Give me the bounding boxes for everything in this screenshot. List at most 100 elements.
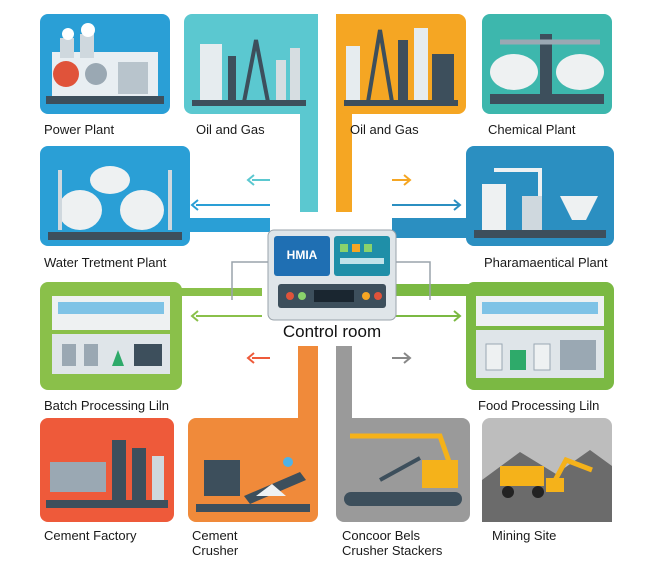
base bbox=[192, 100, 306, 106]
arrow-head-water bbox=[190, 199, 199, 211]
screen-widget bbox=[364, 244, 372, 252]
screen-widget bbox=[352, 244, 360, 252]
steam bbox=[62, 28, 74, 40]
link-right bbox=[392, 261, 431, 300]
label-mining-site: Mining Site bbox=[492, 528, 557, 543]
flask bbox=[112, 350, 124, 366]
column bbox=[276, 60, 286, 102]
tank bbox=[90, 166, 130, 194]
dump-truck bbox=[500, 466, 544, 486]
indicator-button bbox=[298, 292, 306, 300]
label-cement-factory: Cement Factory bbox=[44, 528, 137, 543]
indicator-button bbox=[374, 292, 382, 300]
label-oil-gas-1: Oil and Gas bbox=[196, 122, 265, 137]
label-water-treatment: Water Tretment Plant bbox=[44, 255, 167, 270]
turbine-wheel bbox=[85, 63, 107, 85]
tile-oil-gas-1[interactable] bbox=[184, 14, 314, 114]
tile-chemical-plant[interactable] bbox=[482, 14, 612, 114]
stacker-body bbox=[422, 460, 458, 488]
column bbox=[290, 48, 300, 102]
base bbox=[490, 94, 604, 104]
label-conveyor: Concoor Bels Crusher Stackers bbox=[342, 528, 443, 558]
tile-water-treatment[interactable] bbox=[40, 146, 190, 246]
arrow-head-oil-gas-1 bbox=[246, 174, 255, 186]
hopper bbox=[560, 196, 598, 220]
band-food bbox=[396, 284, 470, 296]
excavator-arm bbox=[549, 456, 593, 488]
silo bbox=[132, 448, 146, 500]
tile-bg bbox=[40, 146, 190, 246]
material-pile bbox=[256, 484, 286, 496]
label-batch-processing: Batch Processing Liln bbox=[44, 398, 170, 413]
windows bbox=[58, 302, 164, 314]
vat bbox=[533, 343, 551, 371]
pipe bbox=[58, 170, 172, 230]
derrick bbox=[366, 29, 394, 103]
machine bbox=[84, 344, 98, 366]
base bbox=[196, 504, 310, 512]
pipe bbox=[494, 168, 542, 196]
derrick bbox=[242, 39, 270, 103]
tower bbox=[228, 56, 236, 102]
tile-food-processing[interactable] bbox=[466, 282, 614, 390]
tile-cement-crusher[interactable] bbox=[188, 418, 318, 522]
windows bbox=[482, 302, 598, 314]
label-chemical-plant: Chemical Plant bbox=[488, 122, 576, 137]
silo bbox=[112, 440, 126, 500]
chimney bbox=[80, 34, 94, 58]
tile-oil-gas-2[interactable] bbox=[336, 14, 466, 114]
wheel bbox=[532, 486, 544, 498]
base bbox=[344, 100, 458, 106]
tile-pharmaceutical[interactable] bbox=[466, 146, 614, 246]
vessel bbox=[482, 184, 506, 232]
indicator-button bbox=[362, 292, 370, 300]
column bbox=[346, 46, 360, 102]
machine bbox=[560, 340, 596, 370]
tile-power-plant[interactable] bbox=[40, 14, 170, 114]
band-pharma bbox=[392, 218, 470, 238]
conveyor-track bbox=[344, 492, 462, 506]
indicator-button bbox=[286, 292, 294, 300]
control-console[interactable] bbox=[267, 229, 397, 321]
kiln bbox=[50, 462, 106, 492]
steam bbox=[81, 23, 95, 37]
base bbox=[46, 500, 168, 508]
screen-widget bbox=[340, 244, 348, 252]
wheel bbox=[502, 486, 514, 498]
vat bbox=[485, 343, 503, 371]
label-pharmaceutical: Pharamaentical Plant bbox=[484, 255, 608, 270]
tower bbox=[398, 40, 408, 102]
structure bbox=[432, 54, 454, 102]
tile-cement-factory[interactable] bbox=[40, 418, 174, 522]
label-cement-crusher: Cement Crusher bbox=[192, 528, 239, 558]
tower bbox=[540, 34, 552, 96]
water-drop bbox=[283, 457, 293, 467]
label-power-plant: Power Plant bbox=[44, 122, 115, 137]
tile-conveyor[interactable] bbox=[336, 418, 470, 522]
tank bbox=[120, 190, 164, 230]
label-food-processing: Food Processing Liln bbox=[478, 398, 600, 413]
connector-arrows bbox=[190, 174, 462, 364]
control-room-title: Control room bbox=[282, 322, 382, 341]
machine bbox=[62, 344, 76, 366]
vat bbox=[510, 350, 526, 370]
tile-batch-processing[interactable] bbox=[40, 282, 182, 390]
chimney bbox=[60, 38, 74, 58]
base bbox=[46, 96, 164, 104]
arrow-head-pharma bbox=[453, 199, 462, 211]
reactor-sphere bbox=[556, 54, 604, 90]
hmi-screen-right bbox=[334, 236, 390, 276]
excavator-body bbox=[546, 478, 564, 492]
tank bbox=[58, 190, 102, 230]
hmi-screen-label: HMIA bbox=[286, 248, 318, 262]
arrow-head-oil-gas-2 bbox=[403, 174, 412, 186]
arrow-head-cement bbox=[246, 352, 255, 364]
reactor-sphere bbox=[490, 54, 538, 90]
tile-mining-site[interactable] bbox=[482, 418, 612, 522]
storage-tank bbox=[200, 44, 222, 102]
link-lines bbox=[231, 261, 431, 300]
arrow-head-food bbox=[453, 310, 462, 322]
label-oil-gas-2: Oil and Gas bbox=[350, 122, 419, 137]
